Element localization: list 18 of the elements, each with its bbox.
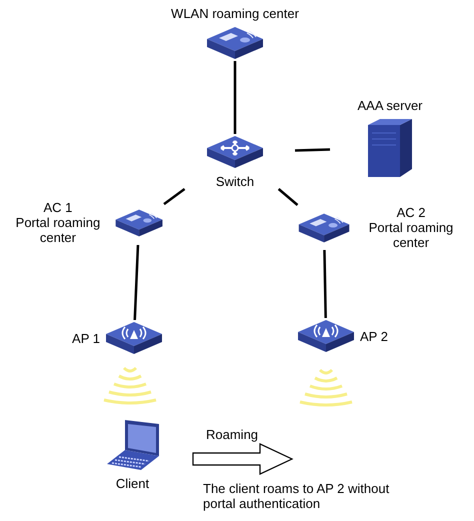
- note-text: The client roams to AP 2 without portal authentication: [203, 481, 390, 511]
- network-link: [134, 244, 140, 320]
- network-link: [278, 188, 298, 206]
- device-label: AC 2: [396, 205, 426, 220]
- network-link: [234, 61, 236, 134]
- device-label: AC 1: [43, 200, 72, 215]
- device-label: Switch: [216, 174, 254, 189]
- device-label: AP 1: [72, 330, 100, 346]
- device-label: AP 2: [360, 328, 388, 344]
- device-label: Client: [116, 476, 150, 491]
- network-link: [294, 148, 330, 152]
- device-label: AAA server: [357, 98, 423, 113]
- network-link: [163, 188, 186, 206]
- network-link: [323, 250, 327, 318]
- device-label: WLAN roaming center: [171, 6, 299, 21]
- device-label: Portal roaming center: [368, 220, 454, 250]
- roaming-label: Roaming: [206, 426, 258, 444]
- device-label: Portal roaming center: [14, 215, 102, 245]
